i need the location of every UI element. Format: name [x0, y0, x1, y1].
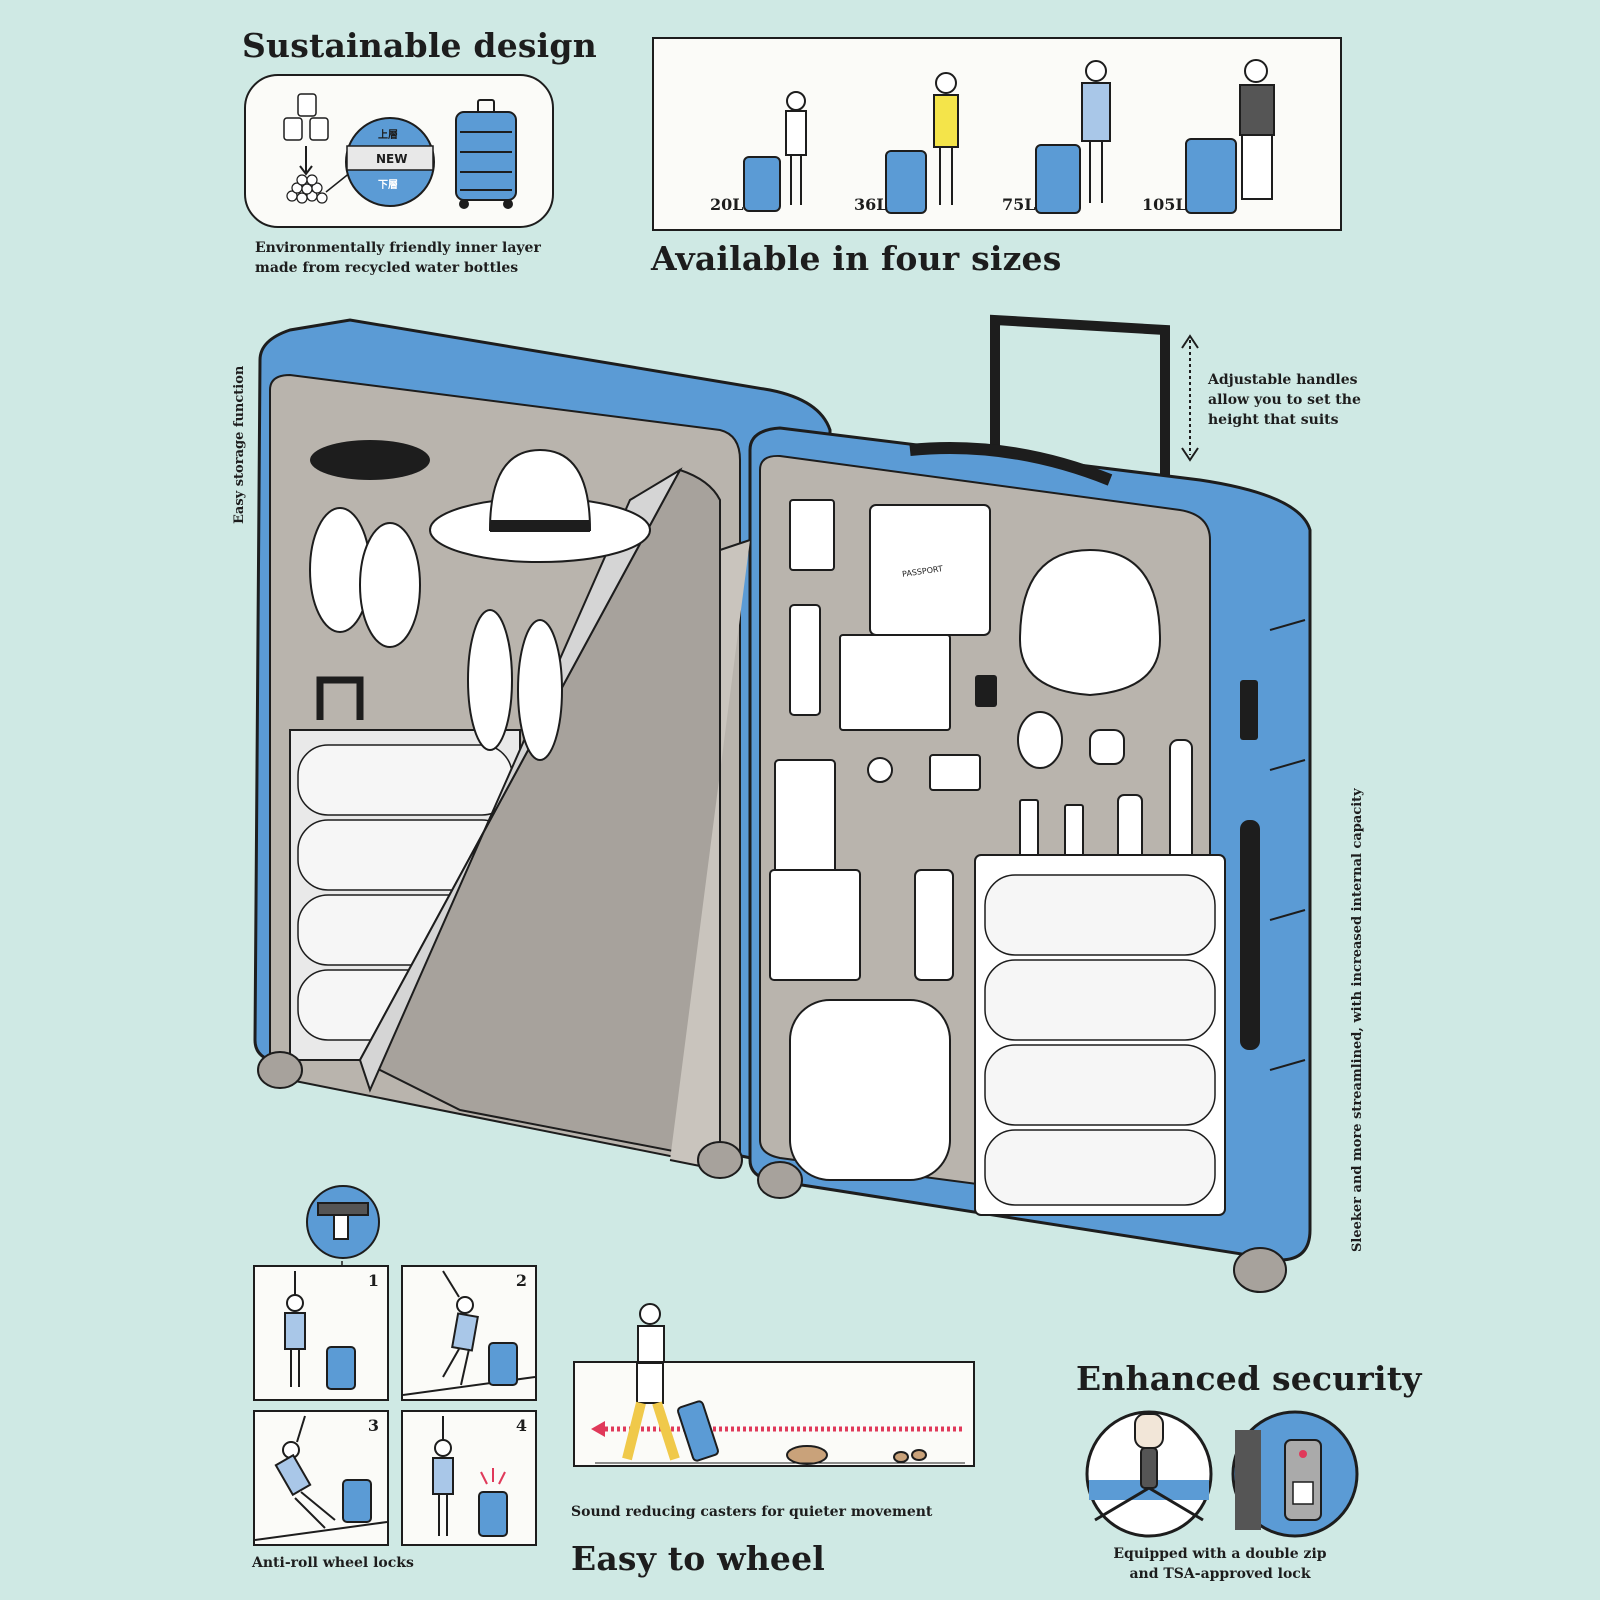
layer-bottom-label: 下層	[378, 180, 398, 191]
easy-to-wheel-title: Easy to wheel	[571, 1539, 826, 1578]
capacity-side-label: Sleeker and more streamlined, with incre…	[1350, 788, 1365, 1252]
security-caption-line1: Equipped with a double zip	[1113, 1546, 1327, 1562]
wheel-lock-step-4: 4	[401, 1410, 537, 1546]
step-number-2: 2	[515, 1271, 527, 1290]
security-detail-illustrations	[1085, 1410, 1359, 1538]
layer-new-label: NEW	[376, 152, 408, 166]
easy-to-wheel-caption: Sound reducing casters for quieter movem…	[571, 1504, 933, 1520]
step-number-1: 1	[367, 1271, 379, 1290]
size-label-20l: 20L	[710, 195, 744, 214]
wheel-lock-detail-icon	[306, 1185, 380, 1259]
handles-caption-line2: allow you to set the	[1208, 392, 1361, 408]
handles-caption-line1: Adjustable handles	[1208, 372, 1358, 388]
handles-caption-line3: height that suits	[1208, 412, 1339, 428]
easy-to-wheel-panel	[573, 1361, 975, 1467]
sizes-title: Available in four sizes	[651, 239, 1062, 278]
wheel-lock-step-3: 3	[253, 1410, 389, 1546]
handles-caption: Adjustable handles allow you to set the …	[1208, 370, 1361, 430]
step-number-3: 3	[367, 1416, 379, 1435]
sustainable-caption-line1: Environmentally friendly inner layer	[255, 240, 541, 256]
sizes-panel: 20L 36L 75L 105L	[652, 37, 1342, 231]
wheel-locks-caption: Anti-roll wheel locks	[252, 1555, 414, 1571]
layer-top-label: 上層	[378, 130, 398, 141]
sustainable-caption: Environmentally friendly inner layer mad…	[255, 238, 541, 278]
storage-side-label: Easy storage function	[232, 365, 247, 524]
sustainable-caption-line2: made from recycled water bottles	[255, 260, 519, 276]
recycling-illustration	[283, 93, 517, 209]
size-label-75l: 75L	[1002, 195, 1036, 214]
security-caption: Equipped with a double zip and TSA-appro…	[1108, 1544, 1332, 1584]
security-caption-line2: and TSA-approved lock	[1129, 1566, 1311, 1582]
open-suitcase-illustration	[253, 314, 1312, 1293]
wheel-lock-step-1: 1	[253, 1265, 389, 1401]
size-label-36l: 36L	[854, 195, 888, 214]
tsa-lock-icon	[1231, 1410, 1359, 1538]
wheel-lock-step-2: 2	[401, 1265, 537, 1401]
size-comparison-illustration	[743, 59, 1275, 214]
size-label-105l: 105L	[1142, 195, 1187, 214]
sustainable-design-panel: 上層 NEW 下層	[244, 74, 554, 228]
step-number-4: 4	[515, 1416, 527, 1435]
enhanced-security-title: Enhanced security	[1076, 1359, 1422, 1398]
double-zip-icon	[1085, 1410, 1213, 1538]
sustainable-design-title: Sustainable design	[242, 26, 597, 65]
